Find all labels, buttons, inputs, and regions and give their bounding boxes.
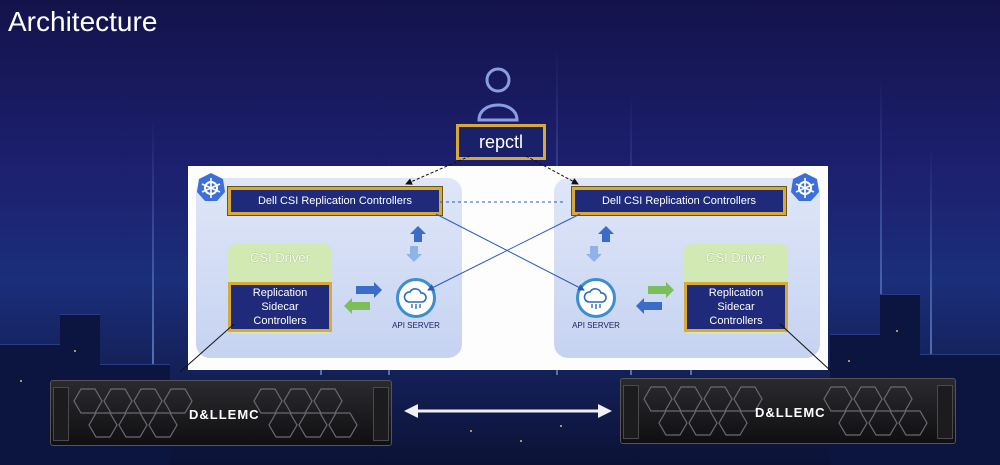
left-csi-driver: CSI Driver Replication Sidecar Controlle… [228, 244, 332, 334]
diagram-panel: Dell CSI Replication Controllers Dell CS… [188, 166, 828, 370]
api-server-label: API SERVER [392, 321, 440, 330]
dell-emc-logo: D&LLEMC [189, 407, 260, 422]
right-csi-driver: CSI Driver Replication Sidecar Controlle… [684, 244, 788, 334]
csi-driver-label: CSI Driver [706, 250, 766, 265]
kubernetes-icon [791, 173, 819, 201]
right-storage-array: D&LLEMC [620, 378, 956, 444]
left-replication-controllers: Dell CSI Replication Controllers [228, 187, 442, 215]
page-title: Architecture [8, 6, 158, 37]
sync-arrows-icon [636, 282, 674, 314]
sync-arrows-icon [406, 226, 426, 262]
left-storage-array: D&LLEMC [50, 380, 392, 446]
sync-arrows-icon [586, 226, 614, 262]
repctl-label: repctl [478, 131, 523, 152]
kubernetes-icon [197, 173, 225, 201]
user-icon [477, 67, 519, 122]
right-replication-controllers: Dell CSI Replication Controllers [572, 187, 786, 215]
left-sidecar-controllers: Replication Sidecar Controllers [228, 282, 332, 332]
dell-emc-logo: D&LLEMC [755, 405, 826, 420]
csi-driver-label: CSI Driver [250, 250, 310, 265]
sync-arrows-icon [344, 282, 382, 314]
repctl-box: repctl [456, 124, 546, 160]
api-server-label: API SERVER [572, 321, 620, 330]
right-sidecar-controllers: Replication Sidecar Controllers [684, 282, 788, 332]
